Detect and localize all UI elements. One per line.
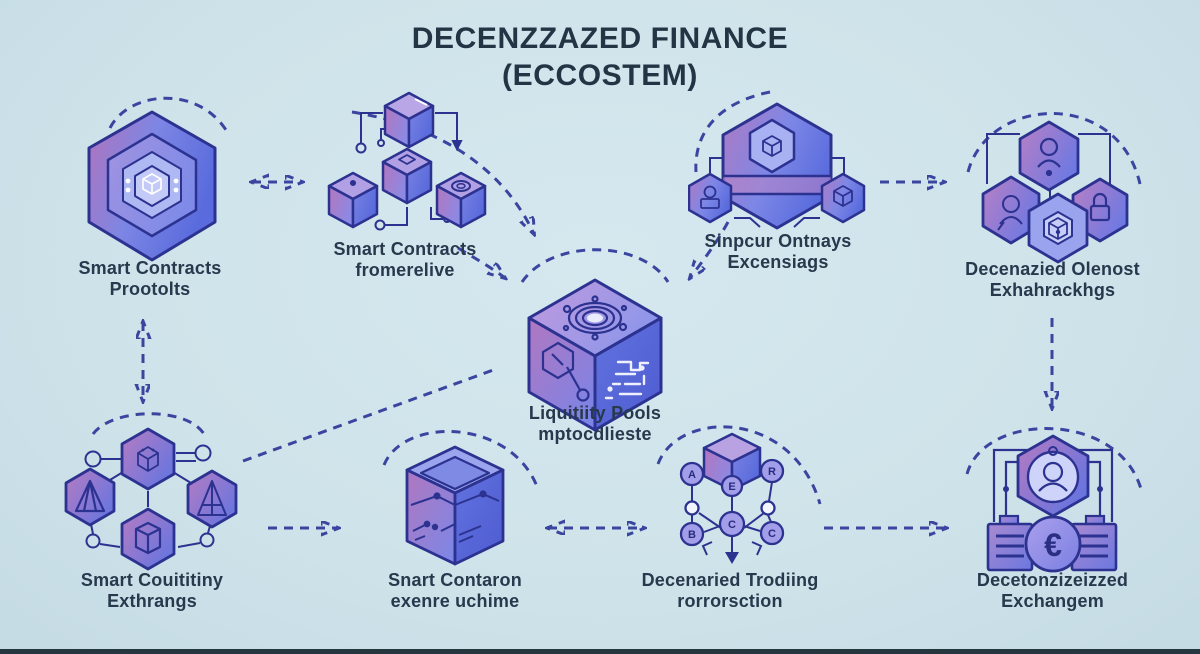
node-letter-c1: C	[728, 519, 736, 531]
title-line-1: DECENZZAZED FINANCE	[411, 22, 789, 55]
node-liquidity-pools: Liquitiity Pools mptocdlieste	[475, 403, 715, 444]
exchange-docs-icon: €	[986, 434, 1118, 573]
label-line: Excensiags	[727, 251, 829, 272]
banded-hexagon-icon	[688, 102, 866, 230]
node-smart-container: Snart Contaron exenre uchime	[335, 570, 575, 611]
cube-cluster-icon	[327, 91, 487, 231]
node-smart-contracts-network: Smart Contracts fromerelive	[285, 239, 525, 280]
nested-hexagon-icon	[87, 110, 217, 262]
node-smart-community-exchange: Smart Couititiny Exthrangs	[32, 570, 272, 611]
node-decentralized-exchange: Decetonzizeizzed Exchangem	[930, 570, 1175, 611]
circuit-cube-icon	[527, 278, 663, 432]
hexagon-cluster-icon	[981, 120, 1129, 264]
open-cube-icon	[405, 445, 505, 566]
label-line: Smart Contracts	[333, 239, 477, 259]
node-letter-c2: C	[768, 528, 776, 540]
label-line: Decenazied Olenost	[965, 259, 1140, 279]
node-decentralized-oracles: Decenazied Olenost Exhahrackhgs	[930, 259, 1175, 300]
label-line: exenre uchime	[390, 590, 520, 611]
title-line-2: (ECCOSTEM)	[502, 59, 698, 92]
node-decentralized-trading: Decenaried Trodiing rorrorsction	[600, 570, 860, 611]
label-line: mptocdlieste	[538, 423, 652, 444]
label-line: Sinpcur Ontnays	[704, 231, 852, 251]
label-line: Snart Contaron	[388, 570, 522, 590]
node-letter-r: R	[768, 466, 776, 478]
label-line: Smart Contracts	[78, 258, 222, 278]
label-line: Decetonzizeizzed	[976, 570, 1129, 590]
node-smart-contracts-protocols: Smart Contracts Prootolts	[30, 258, 270, 299]
label-line: Exchangem	[1001, 590, 1104, 611]
label-line: fromerelive	[355, 259, 455, 280]
node-letter-b: B	[688, 529, 696, 541]
label-line: Exthrangs	[107, 590, 197, 611]
node-singular-gateways: Sinpcur Ontnays Excensiags	[658, 231, 898, 272]
label-line: Liquitiity Pools	[528, 403, 662, 423]
label-line: Prootolts	[109, 278, 191, 299]
page-title: DECENZZAZED FINANCE (ECCOSTEM)	[250, 20, 950, 94]
euro-symbol: €	[1044, 527, 1062, 563]
trading-flow-icon: A R E B C C	[679, 432, 785, 564]
label-line: Decenaried Trodiing	[641, 570, 819, 590]
node-letter-e: E	[728, 481, 735, 493]
label-line: Exhahrackhgs	[989, 279, 1116, 300]
bottom-edge	[0, 649, 1200, 654]
hexagon-ring-icon	[64, 427, 238, 571]
label-line: Smart Couititiny	[80, 570, 224, 590]
node-letter-a: A	[688, 469, 696, 481]
label-line: rorrorsction	[677, 590, 783, 611]
